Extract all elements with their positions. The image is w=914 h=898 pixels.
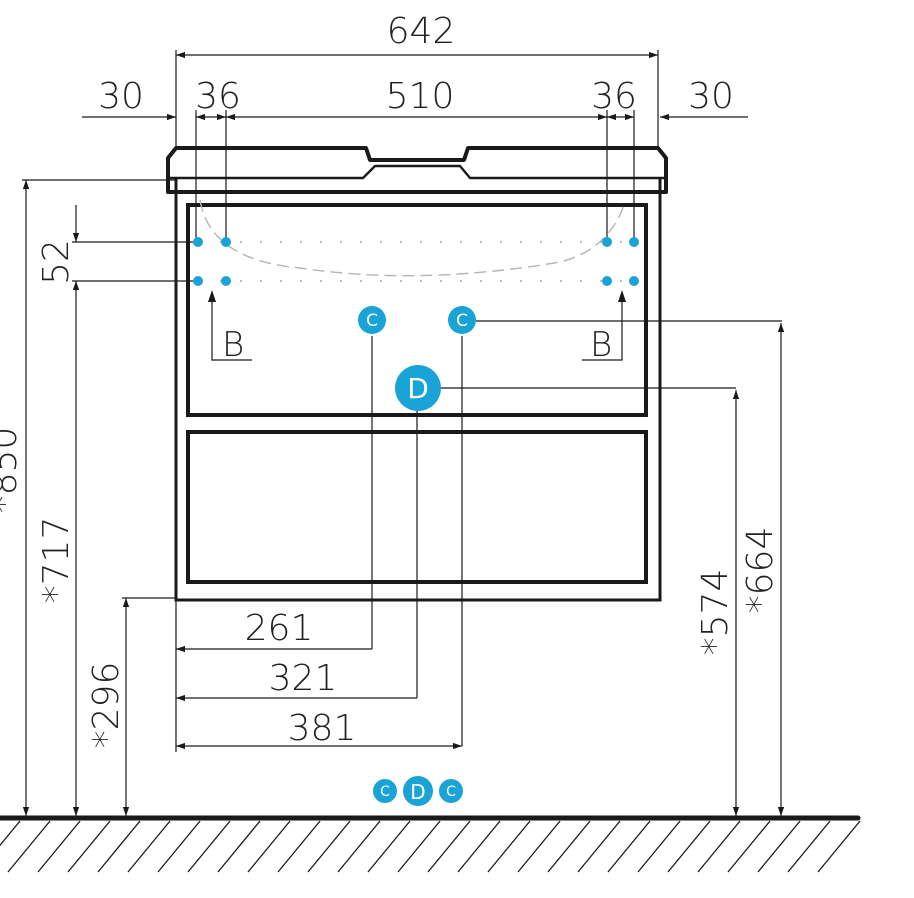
dim-inner-width: 510 <box>386 76 455 117</box>
section-label-right: B <box>590 325 612 365</box>
hatch-line <box>247 820 291 873</box>
floor-hatching <box>0 820 861 873</box>
countertop <box>166 146 668 194</box>
dim-w261: 261 <box>245 608 314 649</box>
hatch-line <box>0 820 21 847</box>
hatch-line <box>517 820 561 873</box>
hatch-line <box>817 820 861 873</box>
basin-outline <box>170 164 664 180</box>
section-label-left: B <box>222 325 244 365</box>
dim-right-margin: 30 <box>688 76 734 117</box>
hatch-line <box>37 820 81 873</box>
dim-h574: *574 <box>695 569 736 656</box>
dim-overall-height: *850 <box>0 427 25 514</box>
hatch-line <box>757 820 801 873</box>
hatch-line <box>97 820 141 873</box>
fixing-point <box>629 237 639 247</box>
hatch-line <box>337 820 381 873</box>
hidden-lines <box>200 241 640 282</box>
hatch-line <box>427 820 471 873</box>
hatch-line <box>367 820 411 873</box>
section-arrows <box>208 290 626 302</box>
dimension-lines <box>22 50 785 816</box>
hatch-line <box>127 820 171 873</box>
dim-h664: *664 <box>740 527 781 614</box>
dim-h717: *717 <box>36 517 77 604</box>
cabinet-body <box>174 178 662 602</box>
fixing-point <box>193 237 203 247</box>
legend-c-left: C <box>380 784 390 800</box>
hatch-line <box>457 820 501 873</box>
hatch-line <box>397 820 441 873</box>
floor <box>0 815 861 873</box>
dim-right-inset: 36 <box>591 76 637 117</box>
hatch-line <box>7 820 51 873</box>
dim-h296: *296 <box>86 662 127 749</box>
hatch-line <box>607 820 651 873</box>
hatch-line <box>67 820 111 873</box>
connection-markers: C C D C D C <box>358 306 476 806</box>
legend-d: D <box>410 780 425 804</box>
hatch-line <box>307 820 351 873</box>
fixing-point <box>602 276 612 286</box>
hatch-line <box>487 820 531 873</box>
dim-h52: 52 <box>36 239 77 285</box>
hatch-line <box>787 820 831 873</box>
hatch-line <box>697 820 741 873</box>
hatch-line <box>277 820 321 873</box>
hatch-line <box>727 820 771 873</box>
fixing-points <box>193 237 639 286</box>
marker-c-right: C <box>456 311 468 331</box>
dim-left-margin: 30 <box>98 76 144 117</box>
marker-c-left: C <box>366 311 378 331</box>
fixing-point <box>602 237 612 247</box>
marker-d: D <box>407 372 429 405</box>
hatch-line <box>547 820 591 873</box>
dim-w321: 321 <box>269 658 338 699</box>
hatch-line <box>217 820 261 873</box>
hatch-line <box>667 820 711 873</box>
hatch-line <box>637 820 681 873</box>
legend-c-right: C <box>446 784 456 800</box>
fixing-point <box>629 276 639 286</box>
dimension-labels: 642 30 36 510 36 30 *850 *717 52 *296 26… <box>0 11 781 749</box>
hatch-line <box>187 820 231 873</box>
fixing-point <box>221 237 231 247</box>
fixing-point <box>193 276 203 286</box>
dim-overall-width: 642 <box>387 11 456 52</box>
hidden-basin <box>199 199 625 277</box>
hatch-line <box>577 820 621 873</box>
hatch-line <box>157 820 201 873</box>
fixing-point <box>221 276 231 286</box>
dim-left-inset: 36 <box>195 76 241 117</box>
dim-w381: 381 <box>288 708 357 749</box>
